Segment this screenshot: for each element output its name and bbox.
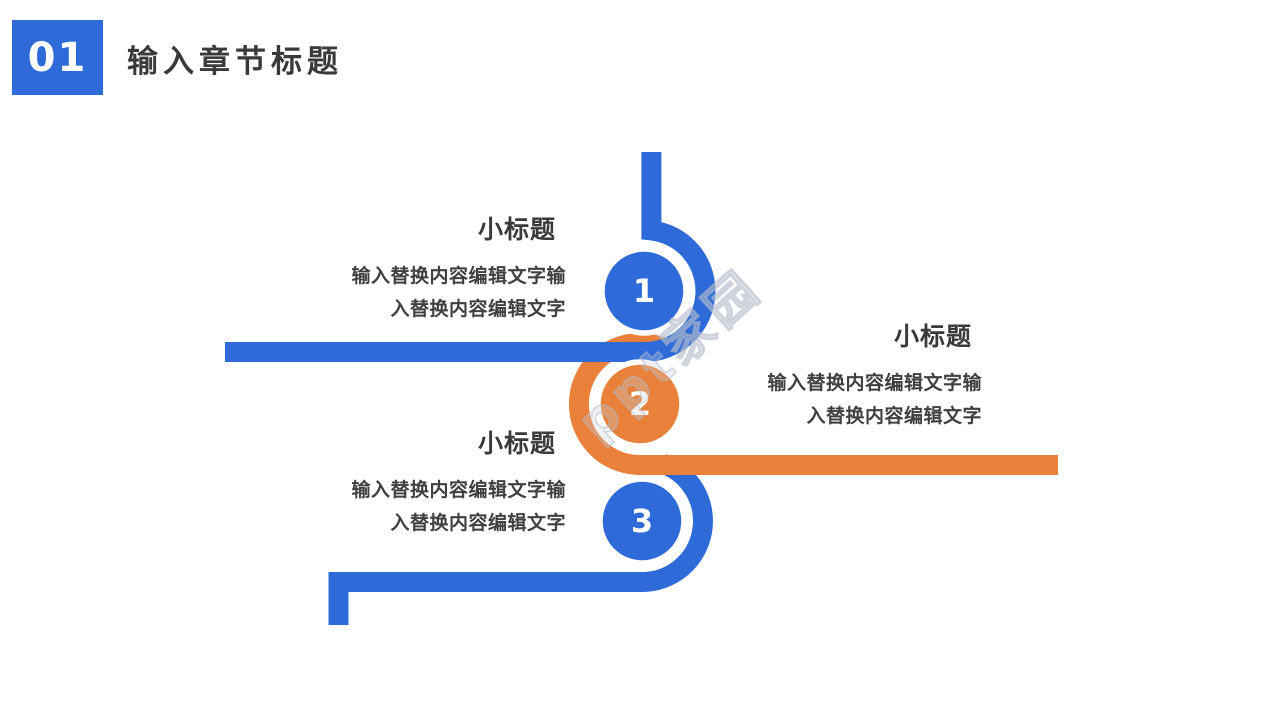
step-2-title: 小标题	[893, 322, 972, 351]
step-2-body-line-1: 输入替换内容编辑文字输	[767, 372, 982, 394]
step-1-text-block: 小标题 输入替换内容编辑文字输 入替换内容编辑文字	[300, 217, 566, 326]
step-1-title: 小标题	[477, 215, 556, 244]
step-1-circle	[599, 246, 689, 336]
step-3-number: 3	[630, 502, 654, 540]
step-2-text-block: 小标题 输入替换内容编辑文字输 入替换内容编辑文字	[700, 324, 982, 433]
step-2-number: 2	[628, 385, 652, 423]
step-3-title: 小标题	[477, 429, 556, 458]
step-3-body-line-2: 入替换内容编辑文字	[390, 512, 566, 534]
page-title: 输入章节标题	[127, 44, 343, 80]
step-3-text-block: 小标题 输入替换内容编辑文字输 入替换内容编辑文字	[300, 431, 566, 540]
step-1-body-line-1: 输入替换内容编辑文字输	[351, 265, 566, 287]
step-2-body-line-2: 入替换内容编辑文字	[806, 405, 982, 427]
chapter-number: 01	[27, 34, 88, 81]
step-3-body-line-1: 输入替换内容编辑文字输	[351, 479, 566, 501]
step-3-circle	[597, 476, 687, 566]
path-segment-step3	[328, 454, 713, 625]
step-1-number: 1	[632, 272, 656, 310]
chapter-number-box: 01	[12, 20, 103, 95]
path-segment-step1	[225, 152, 716, 363]
step-2-circle	[595, 359, 685, 449]
step-1-body-line-2: 入替换内容编辑文字	[390, 298, 566, 320]
